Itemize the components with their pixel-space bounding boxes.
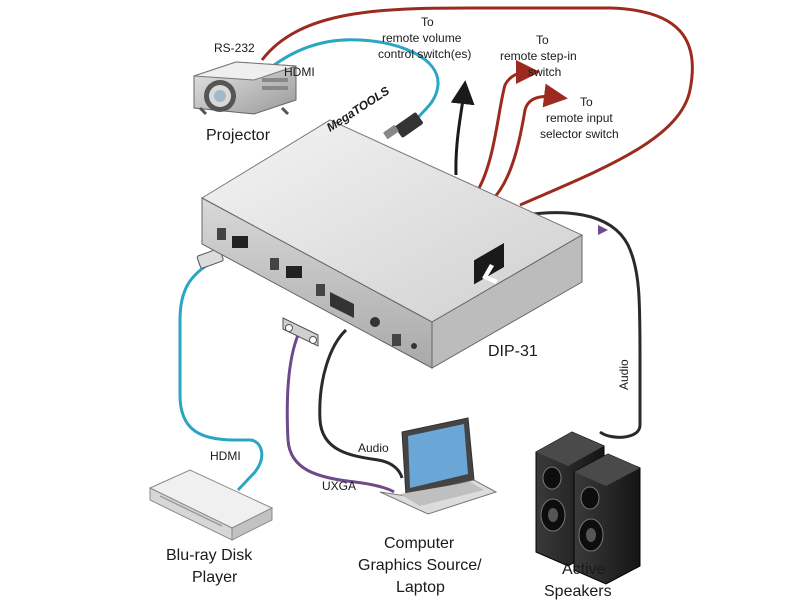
stepin-label-line3: switch: [528, 65, 561, 79]
volume-label-line2: remote volume: [382, 31, 462, 45]
hdmi-bottom-label: HDMI: [210, 449, 241, 463]
step-in-cable: [476, 60, 540, 191]
input-label-line2: remote input: [546, 111, 613, 125]
dip31-device: [200, 119, 584, 369]
input-label-line1: To: [580, 95, 593, 109]
rs232-cable: [260, 6, 694, 207]
hdmi-top-label: HDMI: [284, 65, 315, 79]
laptop-icon: [379, 417, 498, 515]
input-label-line3: selector switch: [540, 127, 619, 141]
bluray-label-line1: Blu-ray Disk: [166, 547, 253, 564]
volume-label-line3: control switch(es): [378, 47, 471, 61]
hdmi-cable-bluray: [178, 260, 264, 492]
volume-label-line1: To: [421, 15, 434, 29]
dvi-connector-icon: [282, 317, 319, 347]
speakers-label-line1: Active: [562, 561, 606, 578]
hdmi-cable-projector: [269, 38, 440, 123]
device-brand: MegaTOOLS: [324, 84, 392, 135]
audio-laptop-label: Audio: [358, 441, 389, 455]
audio-speakers-label: Audio: [617, 359, 631, 390]
audio-cable-laptop: [318, 328, 404, 479]
projector-icon: [193, 61, 297, 116]
speaker-right-icon: [573, 453, 641, 585]
input-selector-cable: [490, 83, 568, 202]
laptop-label-line2: Graphics Source/: [358, 557, 482, 574]
uxga-label: UXGA: [322, 479, 356, 493]
device-model-label: DIP-31: [488, 343, 538, 360]
laptop-label-line1: Computer: [384, 535, 455, 552]
stepin-label-line1: To: [536, 33, 549, 47]
volume-control-cable: [450, 80, 475, 176]
rs232-label: RS-232: [214, 41, 255, 55]
hdmi-plug-top-icon: [383, 112, 423, 139]
audio-cable-speakers: [524, 211, 642, 439]
projector-label: Projector: [206, 127, 271, 144]
kramer-logo-icon: [474, 243, 504, 285]
speakers-label-line2: Speakers: [544, 583, 612, 600]
laptop-label-line3: Laptop: [396, 579, 445, 596]
stepin-label-line2: remote step-in: [500, 49, 577, 63]
bluray-label-line2: Player: [192, 569, 238, 586]
bluray-player-icon: [148, 469, 274, 541]
uxga-cable: [285, 334, 395, 494]
